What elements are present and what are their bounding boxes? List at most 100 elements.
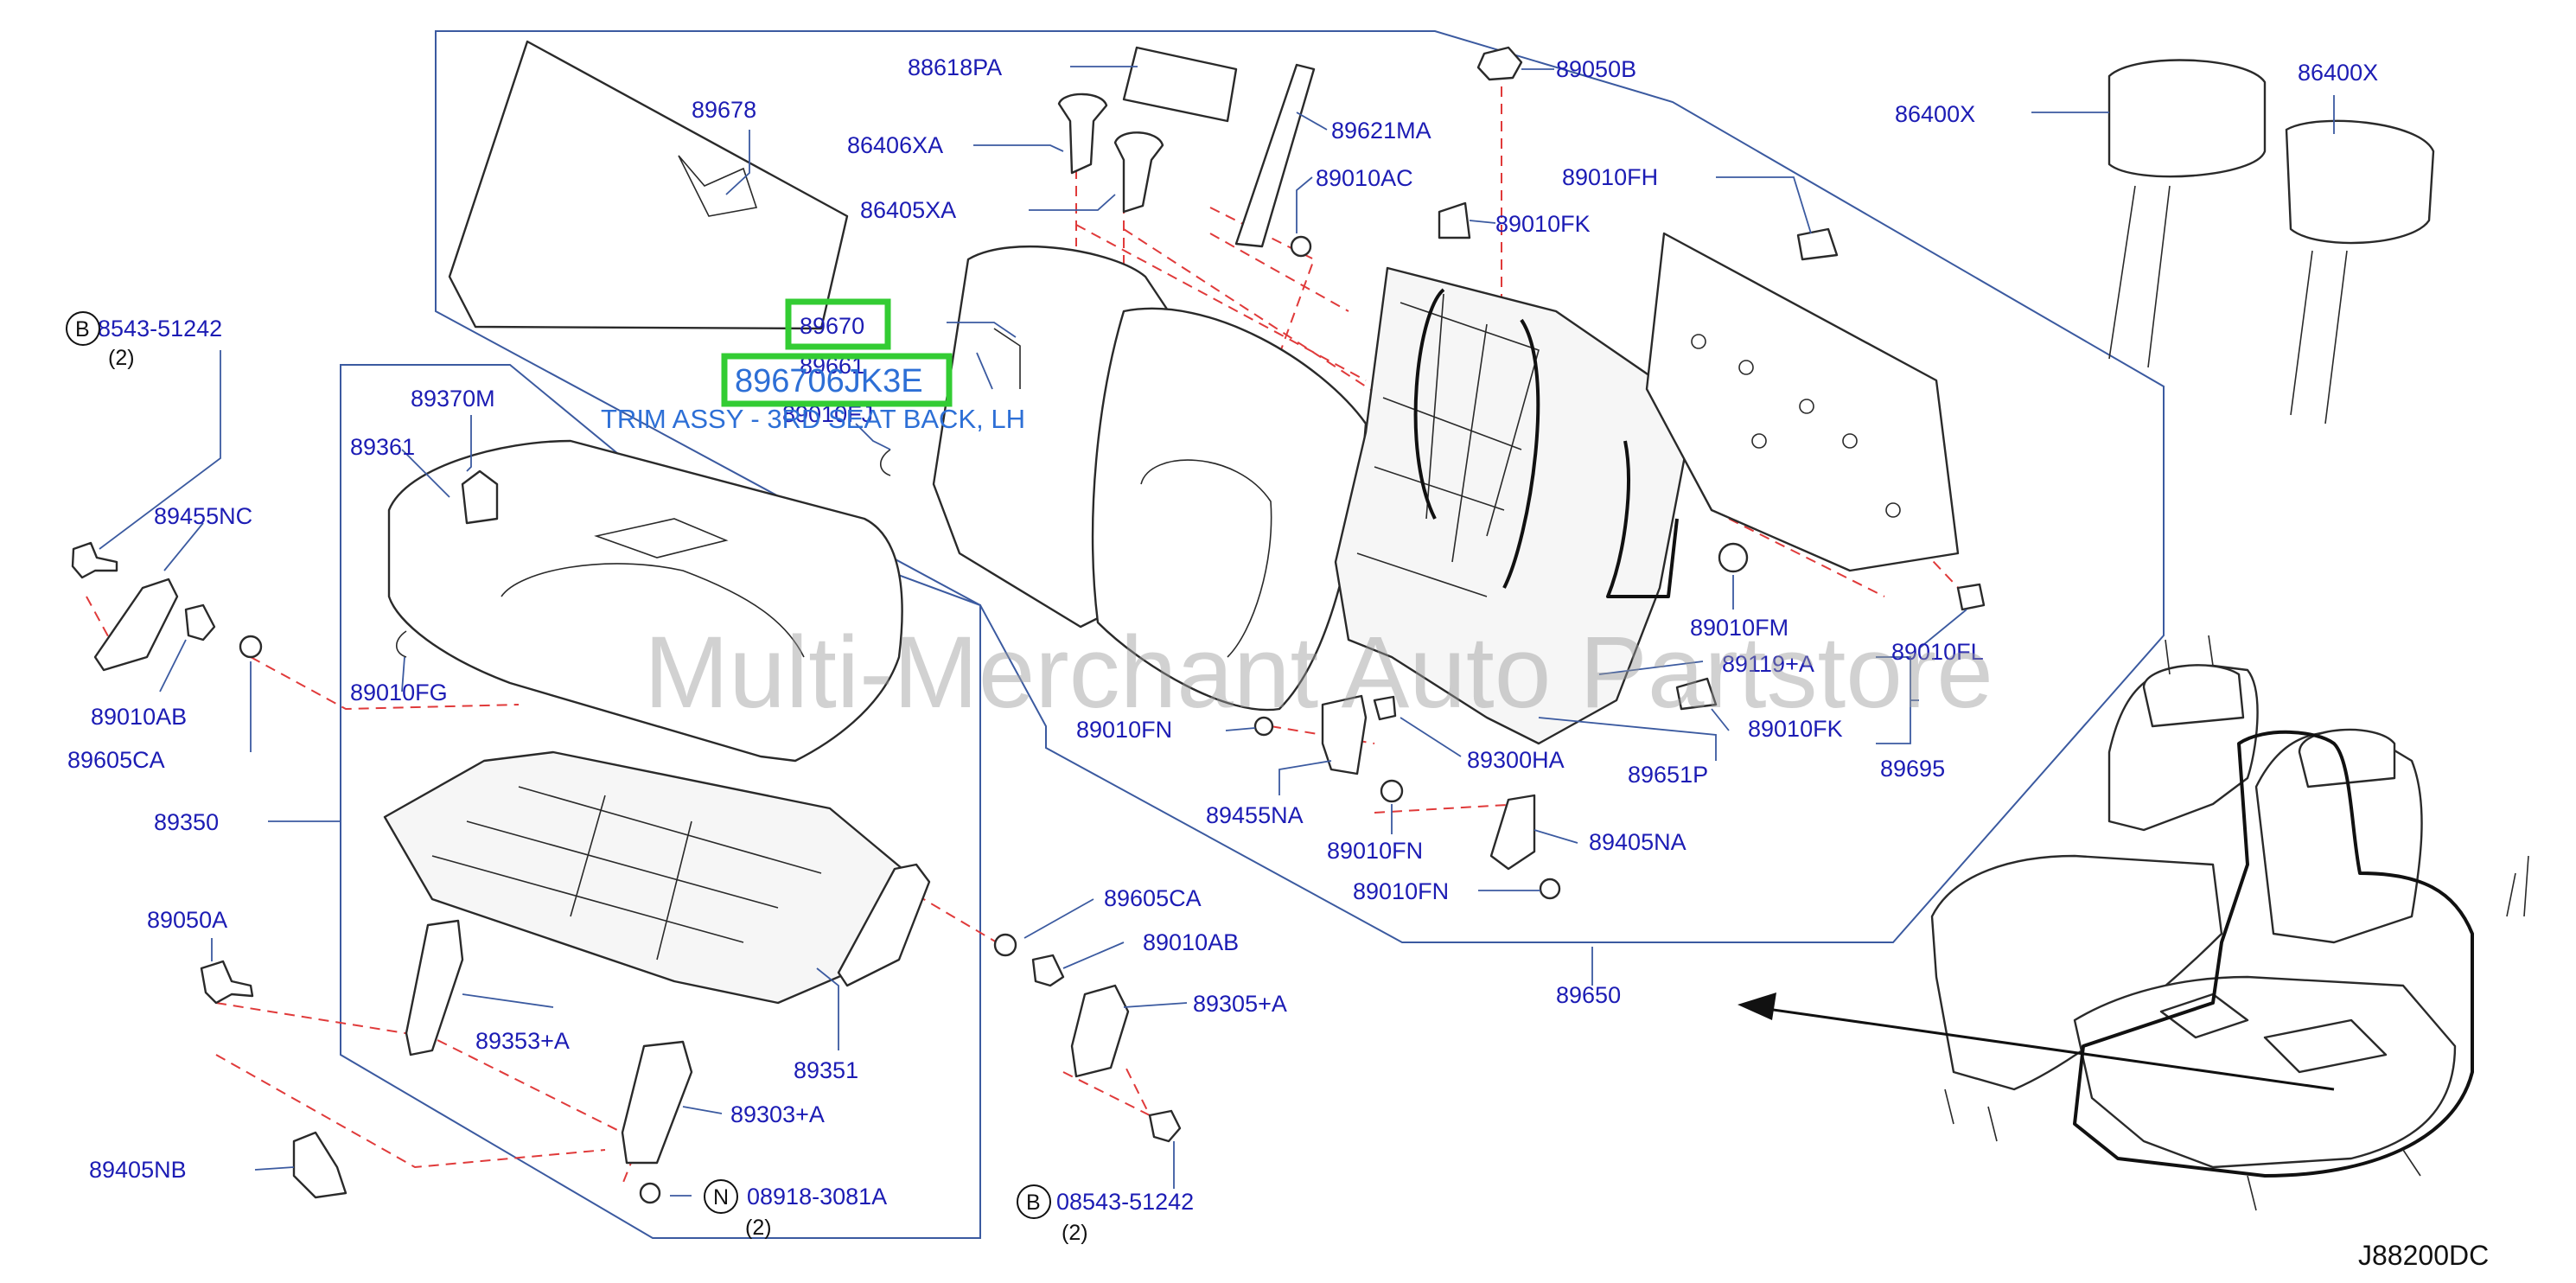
parts (71, 40, 2529, 1211)
callout-n: N (713, 1185, 729, 1210)
label-89010FK-top[interactable]: 89010FK (1495, 211, 1591, 237)
label-89010FN-b[interactable]: 89010FN (1327, 838, 1423, 864)
headrest-guide-86406XA (1057, 93, 1108, 175)
label-89353A[interactable]: 89353+A (475, 1028, 570, 1054)
label-89650[interactable]: 89650 (1556, 982, 1621, 1008)
cover-89455NC (93, 578, 179, 672)
headrest-86400X-right (2285, 119, 2435, 245)
label-89695[interactable]: 89695 (1880, 756, 1945, 782)
headrest-86400X-left (2107, 59, 2267, 178)
part-description: TRIM ASSY - 3RD SEAT BACK, LH (601, 404, 1025, 434)
nut-89605CA-right (993, 933, 1017, 957)
clip-89010FG (395, 630, 407, 658)
cover-89405NB (292, 1131, 348, 1199)
clip-89370M (461, 469, 499, 525)
watermark-text: Multi-Merchant Auto Partstore (644, 616, 1993, 730)
clip-89010FN-b (1380, 779, 1404, 803)
highlight-box-89670 (785, 298, 891, 350)
label-89621MA[interactable]: 89621MA (1331, 118, 1431, 144)
knob-89300HA (1373, 695, 1397, 721)
label-89010AB-right[interactable]: 89010AB (1143, 929, 1239, 955)
label-89010FN-c[interactable]: 89010FN (1353, 878, 1449, 904)
leader-lines (99, 66, 2335, 1197)
label-89405NA[interactable]: 89405NA (1589, 829, 1687, 855)
label-89370M[interactable]: 89370M (411, 386, 495, 412)
bolt-08543-51242-right (1148, 1109, 1182, 1143)
clip-89010FM (1718, 542, 1749, 573)
bushing-89010AB-right (1031, 954, 1065, 987)
label-86405XA[interactable]: 86405XA (860, 197, 956, 223)
reference-arrow (1738, 993, 2335, 1091)
bracket-89303A (621, 1040, 693, 1165)
clip-89010FN-c (1539, 878, 1561, 900)
clip-89010FK-top (1438, 201, 1471, 239)
label-89350[interactable]: 89350 (154, 809, 219, 835)
label-89010FN-a[interactable]: 89010FN (1076, 717, 1172, 743)
hinge-cover-89455NA (1321, 694, 1368, 776)
headrest-guide-86405XA (1113, 131, 1164, 214)
label-08543-51242-left[interactable]: 08543-51242 (85, 316, 222, 341)
callout-markers: B N B (66, 311, 1051, 1219)
label-88618PA[interactable]: 88618PA (908, 54, 1002, 80)
label-89010FM[interactable]: 89010FM (1690, 615, 1789, 641)
label-89351[interactable]: 89351 (794, 1057, 858, 1083)
label-89050A[interactable]: 89050A (147, 907, 227, 933)
label-89361[interactable]: 89361 (350, 434, 415, 460)
label-89303A[interactable]: 89303+A (730, 1101, 825, 1127)
label-89455NC[interactable]: 89455NC (154, 503, 252, 529)
assembled-seat-thumbnail (1930, 635, 2529, 1211)
highlighted-part[interactable]: 89670 896706JK3E TRIM ASSY - 3RD SEAT BA… (601, 298, 1025, 434)
label-89300HA[interactable]: 89300HA (1467, 747, 1565, 773)
seat-back-trim-89670-center (1091, 307, 1368, 712)
label-89305A[interactable]: 89305+A (1193, 991, 1287, 1017)
cushion-side-bracket (837, 863, 931, 987)
clip-89010FK-lower (1675, 677, 1718, 711)
clip-89010AC (1290, 235, 1312, 258)
label-89010FH[interactable]: 89010FH (1562, 164, 1658, 190)
bolt-89050A (200, 960, 254, 1005)
clip-89010FL (1956, 583, 1986, 611)
seat-back-board-89695 (1645, 232, 1960, 572)
label-89605CA-right[interactable]: 89605CA (1104, 885, 1202, 911)
label-89455NA[interactable]: 89455NA (1206, 802, 1304, 828)
clip-89010FH (1796, 227, 1839, 261)
label-89010AB-left[interactable]: 89010AB (91, 704, 187, 730)
label-89010AC[interactable]: 89010AC (1316, 165, 1413, 191)
label-strip-88618PA (1122, 46, 1238, 123)
hinge-cover-89405NA (1489, 794, 1536, 871)
label-89010FG[interactable]: 89010FG (350, 680, 448, 705)
label-89651P[interactable]: 89651P (1628, 762, 1708, 788)
qty-08543-right: (2) (1062, 1221, 1088, 1245)
label-89405NB[interactable]: 89405NB (89, 1157, 187, 1183)
label-08918-3081A[interactable]: 08918-3081A (747, 1184, 887, 1210)
replacement-part-number[interactable]: 896706JK3E (735, 363, 923, 399)
qty-08918: (2) (745, 1216, 772, 1240)
label-89050B[interactable]: 89050B (1556, 56, 1636, 82)
label-89010FK-lower[interactable]: 89010FK (1748, 716, 1843, 742)
label-08543-51242-right[interactable]: 08543-51242 (1056, 1189, 1194, 1215)
part-labels: 88618PA 89678 86406XA 86405XA 89621MA 89… (67, 54, 2378, 1215)
bracket-89353A (405, 919, 464, 1056)
seat-cushion-89350 (387, 439, 903, 763)
label-89010FL[interactable]: 89010FL (1891, 639, 1984, 665)
trim-strip-89621MA (1234, 63, 1316, 248)
cover-89305A (1070, 984, 1130, 1078)
clip-89010FN-a (1253, 716, 1274, 737)
clip-89010FJ (879, 449, 891, 476)
bushing-89010AB-left (184, 603, 216, 642)
label-89605CA-left[interactable]: 89605CA (67, 747, 165, 773)
nut-89605CA-left (239, 635, 263, 659)
label-89119A[interactable]: 89119+A (1722, 651, 1814, 677)
callout-b-right: B (1026, 1190, 1041, 1215)
callout-b-left: B (75, 317, 90, 341)
quantity-labels: (2) (2) (2) (108, 346, 1088, 1245)
seat-back-panel-89678 (448, 40, 849, 330)
label-89670[interactable]: 89670 (800, 313, 864, 339)
bolt-08543-51242-left (71, 541, 118, 579)
label-86400X-left[interactable]: 86400X (1895, 101, 1975, 127)
label-86406XA[interactable]: 86406XA (847, 132, 943, 158)
label-89678[interactable]: 89678 (692, 97, 756, 123)
label-86400X-right[interactable]: 86400X (2298, 60, 2378, 86)
seat-cushion-frame (340, 364, 981, 1239)
nut-08918-3081A (639, 1182, 661, 1204)
